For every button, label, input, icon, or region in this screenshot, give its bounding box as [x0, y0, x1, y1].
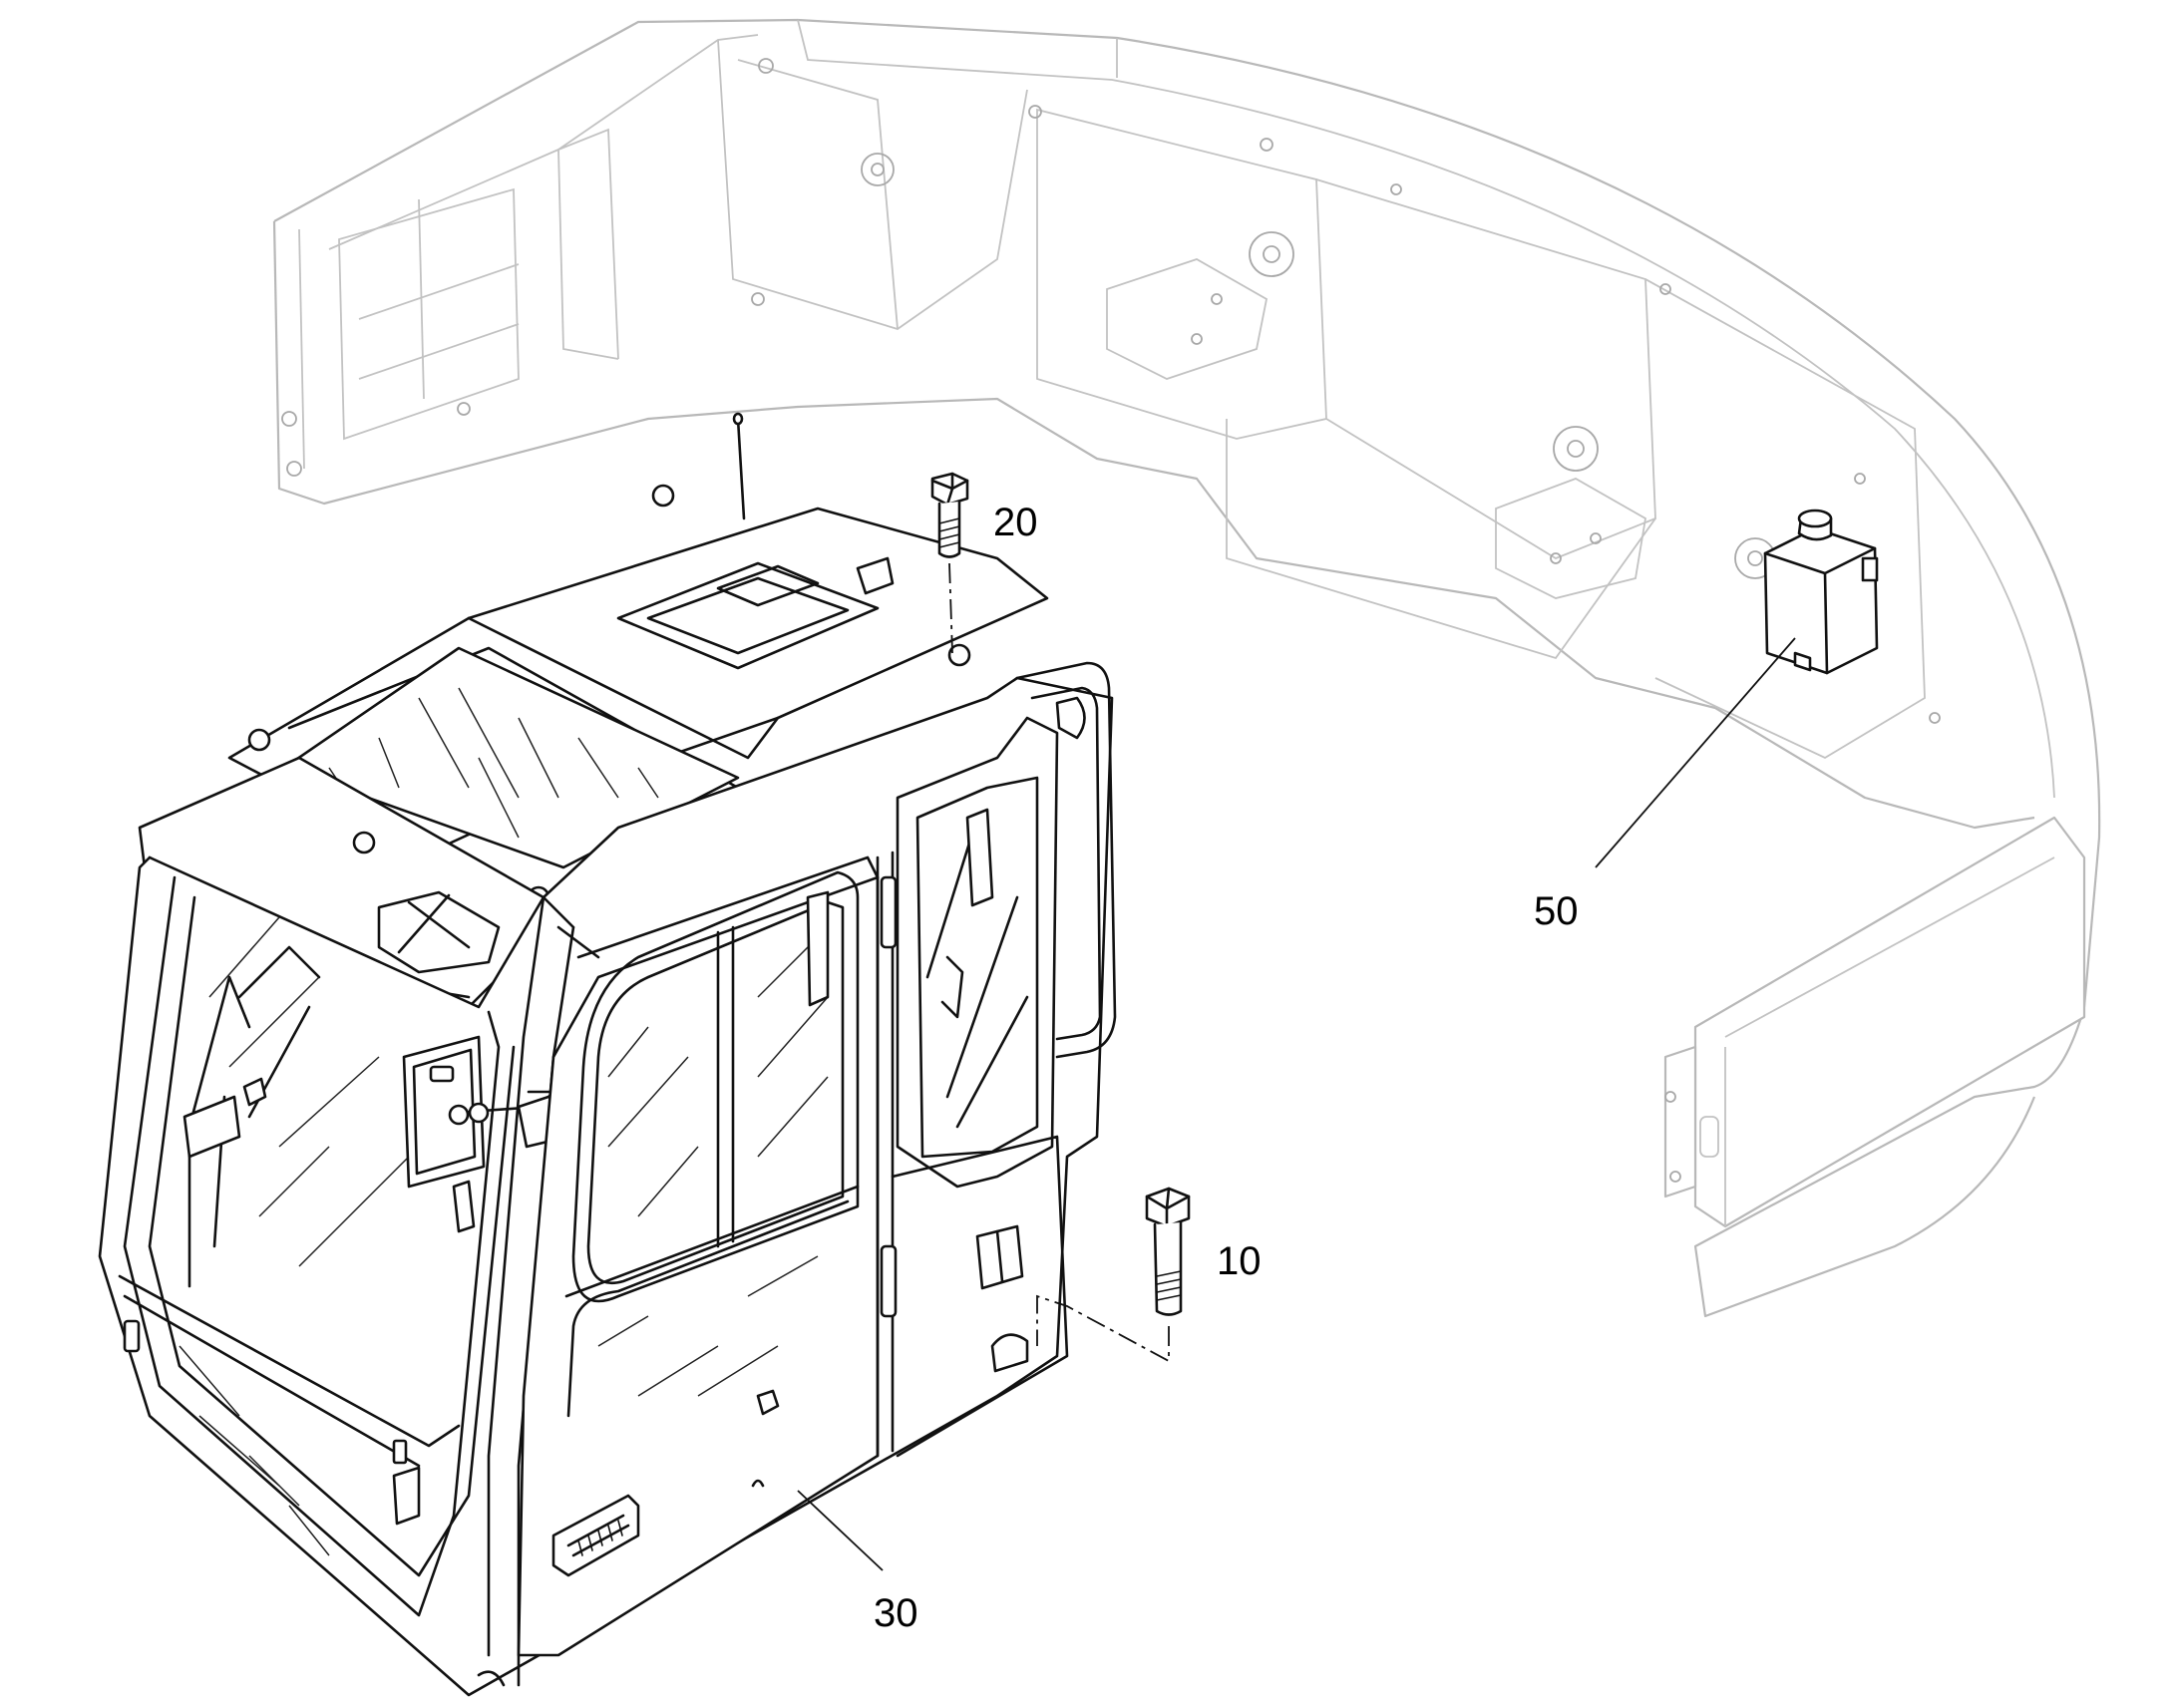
leader-line-30 — [797, 1490, 884, 1571]
callout-20: 20 — [993, 501, 1038, 544]
callout-30: 30 — [874, 1591, 918, 1635]
bolt-20-centerline — [948, 562, 953, 654]
callout-10: 10 — [1217, 1239, 1262, 1283]
bolt-part-20 — [930, 472, 969, 558]
operator-cab-part-30 — [98, 412, 1117, 1697]
bolt-10-centerline — [1036, 1294, 1170, 1363]
leader-line-50 — [1595, 637, 1796, 868]
frame-counterweight-ghost — [272, 18, 2101, 1318]
callout-50: 50 — [1534, 889, 1579, 933]
bolt-part-10 — [1145, 1187, 1191, 1316]
washer-reservoir-part-50 — [1763, 509, 1879, 675]
